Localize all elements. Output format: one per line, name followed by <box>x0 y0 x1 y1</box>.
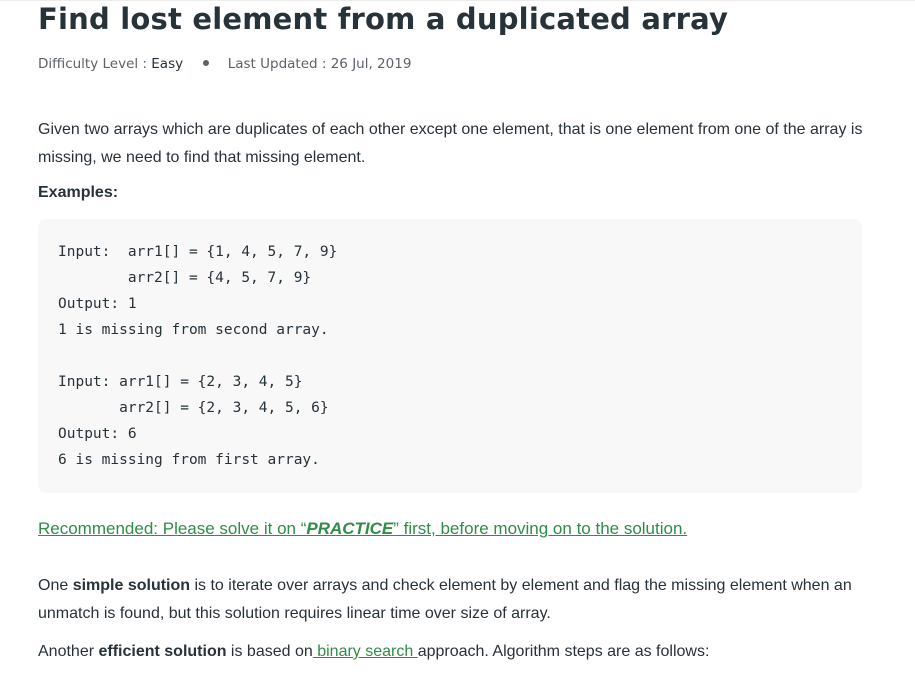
article-title: Find lost element from a duplicated arra… <box>38 2 729 36</box>
code-example-block: Input: arr1[] = {1, 4, 5, 7, 9} arr2[] =… <box>38 219 862 493</box>
simple-solution-paragraph: One simple solution is to iterate over a… <box>38 572 878 628</box>
recommended-prefix: Recommended: Please solve it on “ <box>38 519 307 538</box>
efficient-solution-paragraph: Another efficient solution is based on b… <box>38 638 878 666</box>
article-meta: Difficulty Level : Easy Last Updated : 2… <box>38 56 411 72</box>
top-divider <box>0 0 915 1</box>
simple-before: One <box>38 577 73 594</box>
practice-label: PRACTICE <box>306 519 394 538</box>
simple-after: is to iterate over arrays and check elem… <box>38 577 852 622</box>
intro-paragraph: Given two arrays which are duplicates of… <box>38 121 863 166</box>
updated-label: Last Updated : <box>227 56 331 72</box>
difficulty-label: Difficulty Level : <box>38 56 152 72</box>
binary-search-link[interactable]: binary search <box>312 643 418 660</box>
efficient-before: Another <box>38 643 99 660</box>
updated-value: 26 Jul, 2019 <box>330 56 412 72</box>
code-example-text: Input: arr1[] = {1, 4, 5, 7, 9} arr2[] =… <box>58 244 338 468</box>
difficulty-value[interactable]: Easy <box>151 56 184 72</box>
examples-heading: Examples: <box>38 184 119 201</box>
efficient-solution-bold: efficient solution <box>98 643 227 660</box>
recommended-practice-link[interactable]: Recommended: Please solve it on “PRACTIC… <box>38 519 687 539</box>
recommended-suffix: ” first, before moving on to the solutio… <box>393 519 688 538</box>
simple-solution-bold: simple solution <box>72 577 191 594</box>
separator-dot-icon <box>203 60 210 66</box>
efficient-middle: is based on <box>226 643 313 660</box>
efficient-after: approach. Algorithm steps are as follows… <box>417 643 710 660</box>
